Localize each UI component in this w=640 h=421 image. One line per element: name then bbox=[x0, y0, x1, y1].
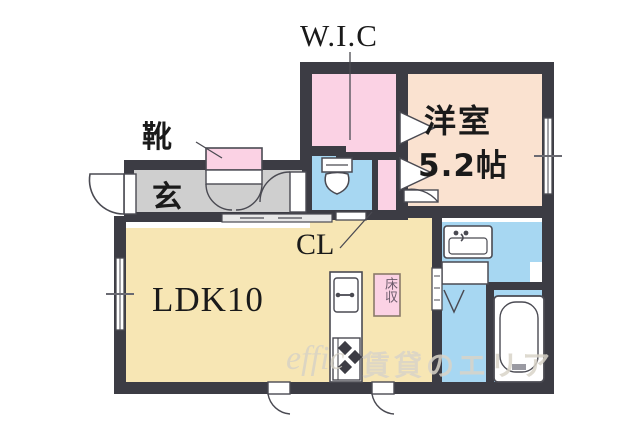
wall-wic-step bbox=[336, 152, 398, 160]
shoe-door-swing-left bbox=[205, 183, 233, 211]
stove-burner-1 bbox=[337, 340, 353, 356]
label-bedroom-name: 洋室 bbox=[424, 102, 493, 140]
shoe-leader bbox=[195, 141, 223, 159]
washroom-door-swing bbox=[443, 289, 465, 314]
bathtub-inner bbox=[499, 301, 539, 373]
washroom-door-leaf bbox=[431, 267, 443, 311]
shoe-cabinet bbox=[205, 147, 263, 171]
room-bedroom-fill bbox=[408, 72, 548, 212]
balcony-door-1-swing bbox=[267, 393, 291, 415]
toilet-bowl bbox=[324, 171, 350, 195]
genkan-details bbox=[88, 147, 333, 223]
label-genkan: 玄 bbox=[152, 180, 182, 215]
wall-toilet-right bbox=[372, 152, 378, 218]
bedroom-sliding-door bbox=[399, 156, 436, 192]
entrance-door-swing bbox=[88, 173, 125, 215]
label-bedroom-size: 5.2帖 bbox=[418, 148, 508, 184]
wall-toilet-left bbox=[302, 146, 312, 218]
wall-top bbox=[300, 62, 554, 74]
entrance-door-leaf bbox=[123, 173, 137, 215]
floor-storage-box bbox=[373, 273, 401, 317]
wall-ldk-top bbox=[124, 212, 310, 222]
label-ldk: LDK10 bbox=[152, 280, 264, 319]
cl-leader bbox=[339, 211, 373, 249]
washbasin-spout bbox=[460, 233, 464, 242]
genkan-threshold bbox=[221, 213, 333, 223]
stove-burner-2 bbox=[347, 349, 363, 365]
room-wic-fill bbox=[306, 72, 396, 158]
label-closet: CL bbox=[296, 228, 335, 261]
ldk-details bbox=[106, 257, 401, 415]
bathtub-drain bbox=[512, 364, 526, 370]
stove-burner-3 bbox=[337, 359, 353, 375]
shoe-cabinet-doors bbox=[205, 169, 263, 185]
room-closet-fill bbox=[376, 152, 398, 216]
label-wic: W.I.C bbox=[300, 18, 378, 53]
toilet-door-leaf bbox=[335, 211, 367, 221]
wall-bath-top bbox=[486, 282, 548, 290]
wall-wic-bottom bbox=[302, 146, 346, 156]
leader-lines bbox=[195, 52, 373, 249]
hall-door-swing bbox=[259, 171, 291, 203]
toilet-fixture bbox=[321, 157, 353, 195]
bedroom-door-swing bbox=[403, 188, 439, 203]
wall-bedroom-bottom bbox=[396, 206, 546, 218]
hall-door-leaf bbox=[289, 171, 307, 213]
washer-space bbox=[441, 261, 489, 285]
label-floor-storage: 床収 bbox=[382, 277, 397, 303]
washbasin-bowl bbox=[448, 237, 488, 255]
shoe-door-swing-right bbox=[235, 183, 263, 211]
label-shoe-closet: 靴 bbox=[142, 120, 172, 155]
wall-bath-left bbox=[486, 282, 494, 388]
wall-right-lower bbox=[542, 212, 554, 394]
washbasin-tap-left bbox=[453, 230, 459, 236]
wic-sliding-door bbox=[399, 110, 436, 146]
balcony-door-2-swing bbox=[371, 393, 395, 415]
toilet-door bbox=[335, 211, 367, 221]
wall-wic-left bbox=[300, 62, 312, 168]
bedroom-details bbox=[399, 110, 562, 203]
washbasin-tap-right bbox=[463, 230, 469, 236]
washroom-details bbox=[431, 225, 545, 383]
balcony-door-2-leaf bbox=[371, 381, 395, 395]
wall-bottom bbox=[114, 382, 554, 394]
balcony-door-1-leaf bbox=[267, 381, 291, 395]
